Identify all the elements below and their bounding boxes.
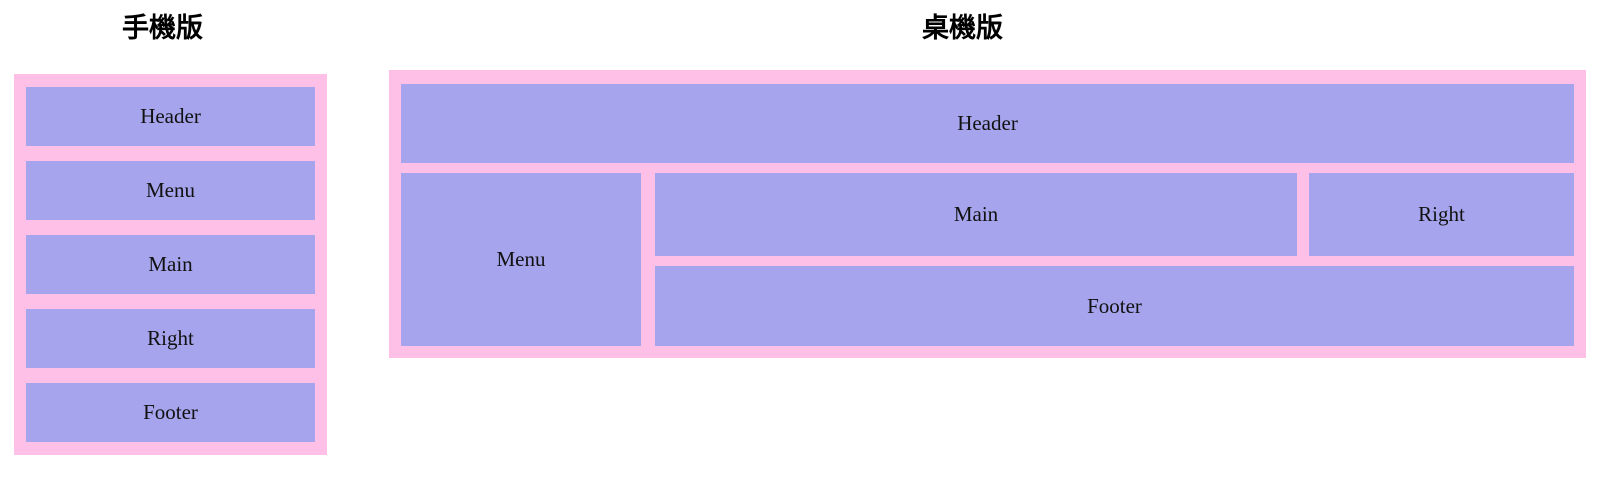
mobile-region-header-label: Header	[140, 104, 201, 128]
desktop-layout-title: 桌機版	[922, 13, 1003, 44]
mobile-region-menu-label: Menu	[146, 178, 195, 202]
mobile-layout-wireframe: Header Menu Main Right Footer	[14, 74, 327, 455]
mobile-region-right: Right	[26, 309, 315, 368]
desktop-region-menu: Menu	[401, 173, 641, 346]
desktop-region-footer-label: Footer	[1087, 293, 1142, 318]
desktop-region-menu-label: Menu	[496, 247, 546, 271]
desktop-region-right: Right	[1309, 173, 1574, 256]
desktop-region-main: Main	[655, 173, 1297, 256]
mobile-region-right-label: Right	[147, 326, 194, 350]
desktop-region-header: Header	[401, 84, 1574, 163]
desktop-region-footer: Footer	[655, 266, 1574, 346]
desktop-layout-wireframe: Header Menu Main Right Footer	[389, 70, 1586, 358]
desktop-region-right-label: Right	[1418, 202, 1465, 226]
desktop-region-main-label: Main	[953, 202, 999, 226]
mobile-region-footer: Footer	[26, 383, 315, 442]
desktop-region-header-label: Header	[957, 111, 1018, 135]
mobile-layout-title: 手機版	[122, 13, 203, 44]
mobile-region-main-label: Main	[148, 252, 193, 276]
mobile-region-footer-label: Footer	[143, 400, 198, 424]
mobile-region-main: Main	[26, 235, 315, 294]
mobile-region-menu: Menu	[26, 161, 315, 220]
mobile-region-header: Header	[26, 87, 315, 146]
